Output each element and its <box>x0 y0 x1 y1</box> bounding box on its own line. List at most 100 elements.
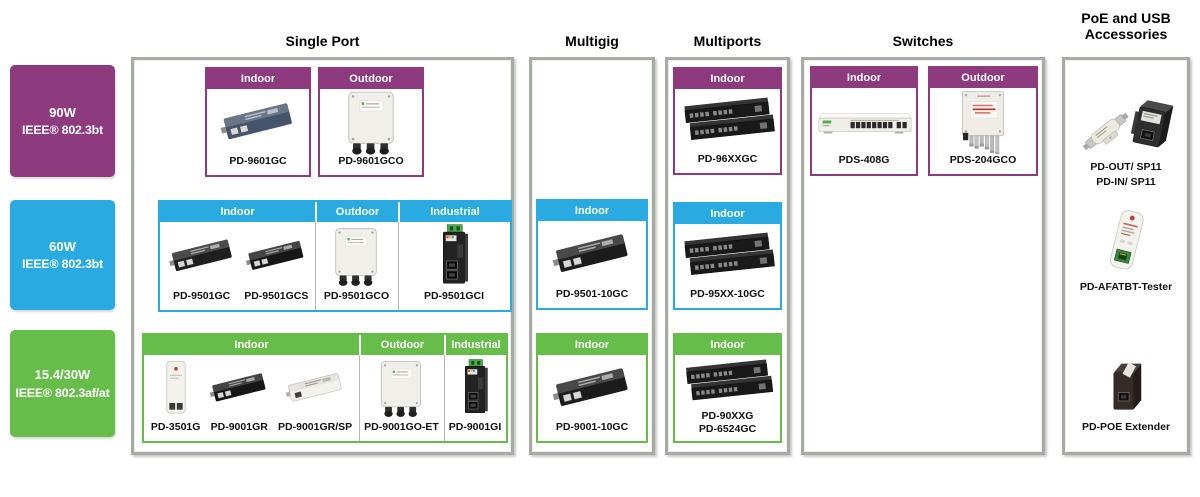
product-name: PD-9501-10GC <box>555 287 629 300</box>
group-30w-single-port: Indoor PD-3501G PD-9001GR <box>142 333 508 443</box>
product-name-line1: PD-90XXG <box>701 409 754 422</box>
env-header: Industrial <box>446 335 506 355</box>
product-name-line1: PD-OUT/ SP11 <box>1090 161 1162 173</box>
product-name: PD-9501GC <box>173 289 231 302</box>
product-name: PD-96XXGC <box>697 152 758 165</box>
product-image-pd-afatbt-tester <box>1100 206 1152 280</box>
section-indoor: Indoor PD-3501G PD-9001GR <box>144 335 359 441</box>
product-name: PD-90XXG PD-6524GC <box>675 410 780 441</box>
accessory-surge-protectors: PD-OUT/ SP11 PD-IN/ SP11 <box>1065 90 1187 190</box>
product-image-pd-9501-10gc <box>538 221 646 288</box>
section-outdoor: Outdoor PD-9501GCO <box>315 202 398 310</box>
product-name: PD-AFATBT-Tester <box>1079 281 1173 293</box>
product-pd-3501g: PD-3501G <box>150 355 201 441</box>
column-title-single-port: Single Port <box>285 33 360 49</box>
products: PD-9501GCI <box>398 222 510 310</box>
power-class-standard: IEEE® 802.3af/at <box>15 385 110 400</box>
product-name: PD-9501GCS <box>244 289 309 302</box>
env-header: Outdoor <box>361 335 444 355</box>
power-class-wattage: 60W <box>49 238 76 254</box>
product-name: PD-95XX-10GC <box>690 287 765 300</box>
product-image-pd-poe-extender <box>1099 356 1153 420</box>
product-image-pd-96xxgc <box>675 89 780 153</box>
product-name: PD-9501GCI <box>423 289 485 302</box>
card-pd-9601gc: Indoor PD-9601GC <box>205 67 311 177</box>
accessory-tester: PD-AFATBT-Tester <box>1065 206 1187 295</box>
products: PD-9001GI <box>444 355 506 441</box>
product-image-pd-3501g <box>159 355 193 421</box>
product-image-pd-90xxg <box>675 355 780 410</box>
env-header: Indoor <box>812 68 916 88</box>
env-header: Indoor <box>675 204 780 224</box>
product-image-pd-9501gc <box>166 222 238 290</box>
env-header: Indoor <box>675 69 780 89</box>
product-image-pd-9501gci <box>434 222 474 290</box>
product-name: PDS-204GCO <box>949 153 1017 166</box>
product-name: PD-9601GCO <box>338 154 404 167</box>
section-industrial: Industrial PD-9501GCI <box>398 202 510 310</box>
product-image-pd-9001-10gc <box>538 355 646 421</box>
card-pds-204gco: Outdoor PDS-204GCO <box>928 66 1038 176</box>
product-pd-9501gco: PD-9501GCO <box>324 222 389 310</box>
product-name: PD-9501GCO <box>323 289 390 302</box>
product-name: PD-9001GO-ET <box>364 420 439 433</box>
product-image-pd-95xx-10gc <box>675 224 780 288</box>
product-name: PDS-408G <box>838 153 890 166</box>
product-name: PD-9001GI <box>448 420 502 433</box>
product-name-line2: PD-IN/ SP11 <box>1096 176 1156 189</box>
env-header: Outdoor <box>317 202 398 222</box>
section-indoor: Indoor PD-9501GC PD-9501GCS <box>160 202 315 310</box>
card-pd-96xxgc: Indoor PD-96XXGC <box>673 67 782 175</box>
product-pd-9501gci: PD-9501GCI <box>424 222 484 310</box>
products: PD-9001GO-ET <box>359 355 444 441</box>
power-class-standard: IEEE® 802.3bt <box>22 257 103 272</box>
column-title-switches: Switches <box>892 33 954 49</box>
product-name: PD-POE Extender <box>1081 421 1171 433</box>
power-class-60w: 60W IEEE® 802.3bt <box>10 200 115 310</box>
column-title-accessories: PoE and USB Accessories <box>1058 10 1194 42</box>
product-image-pd-9001go-et <box>373 355 429 421</box>
product-pd-9001gi: PD-9001GI <box>448 355 502 441</box>
power-class-wattage: 15.4/30W <box>34 367 91 383</box>
card-pd-9001-10gc: Indoor PD-9001-10GC <box>536 333 648 443</box>
products: PD-9501GC PD-9501GCS <box>160 222 315 310</box>
product-image-pds-408g <box>812 88 916 154</box>
env-header: Outdoor <box>930 68 1036 88</box>
product-image-pds-204gco <box>930 88 1036 154</box>
column-title-accessories-line1: PoE and USB <box>1081 10 1171 26</box>
product-image-pd-9501gcs <box>243 222 309 290</box>
env-header: Indoor <box>207 69 309 89</box>
product-image-pd-out-pd-in-sp11 <box>1074 90 1178 160</box>
column-box-single-port: Indoor PD-9601GC Outdoor PD-9601GCO Indo… <box>131 57 514 455</box>
product-image-pd-9601gco <box>320 89 422 155</box>
env-header: Industrial <box>400 202 510 222</box>
env-header: Indoor <box>675 335 780 355</box>
card-pd-9601gco: Outdoor PD-9601GCO <box>318 67 424 177</box>
product-pd-9001gr: PD-9001GR <box>207 355 271 441</box>
card-pds-408g: Indoor PDS-408G <box>810 66 918 176</box>
env-header: Indoor <box>160 202 315 222</box>
env-header: Indoor <box>144 335 359 355</box>
product-name: PD-9001-10GC <box>555 420 629 433</box>
product-pd-9001go-et: PD-9001GO-ET <box>364 355 439 441</box>
product-image-pd-9501gco <box>327 222 385 290</box>
env-header: Indoor <box>538 201 646 221</box>
column-box-multigig: Indoor PD-9501-10GC Indoor PD-9001-10GC <box>529 57 655 455</box>
section-outdoor: Outdoor PD-9001GO-ET <box>359 335 444 441</box>
product-image-pd-9001gr-sp <box>283 355 347 421</box>
column-box-multiports: Indoor PD-96XXGC Indoor PD-95XX-10GC Ind… <box>665 57 790 455</box>
power-class-90w: 90W IEEE® 802.3bt <box>10 65 115 177</box>
env-header: Outdoor <box>320 69 422 89</box>
product-name: PD-9601GC <box>229 154 287 167</box>
product-name: PD-3501G <box>150 420 201 433</box>
group-60w-single-port: Indoor PD-9501GC PD-9501GCS <box>158 200 512 312</box>
accessory-poe-extender: PD-POE Extender <box>1065 356 1187 435</box>
column-title-multigig: Multigig <box>565 33 619 49</box>
product-pd-9501gcs: PD-9501GCS <box>243 222 309 310</box>
product-pd-9501gc: PD-9501GC <box>166 222 238 310</box>
product-image-pd-9001gr <box>207 355 271 421</box>
product-name: PD-OUT/ SP11 PD-IN/ SP11 <box>1090 160 1161 190</box>
power-class-wattage: 90W <box>49 104 76 120</box>
column-box-accessories: PD-OUT/ SP11 PD-IN/ SP11 PD-AFATBT-Teste… <box>1062 57 1190 455</box>
